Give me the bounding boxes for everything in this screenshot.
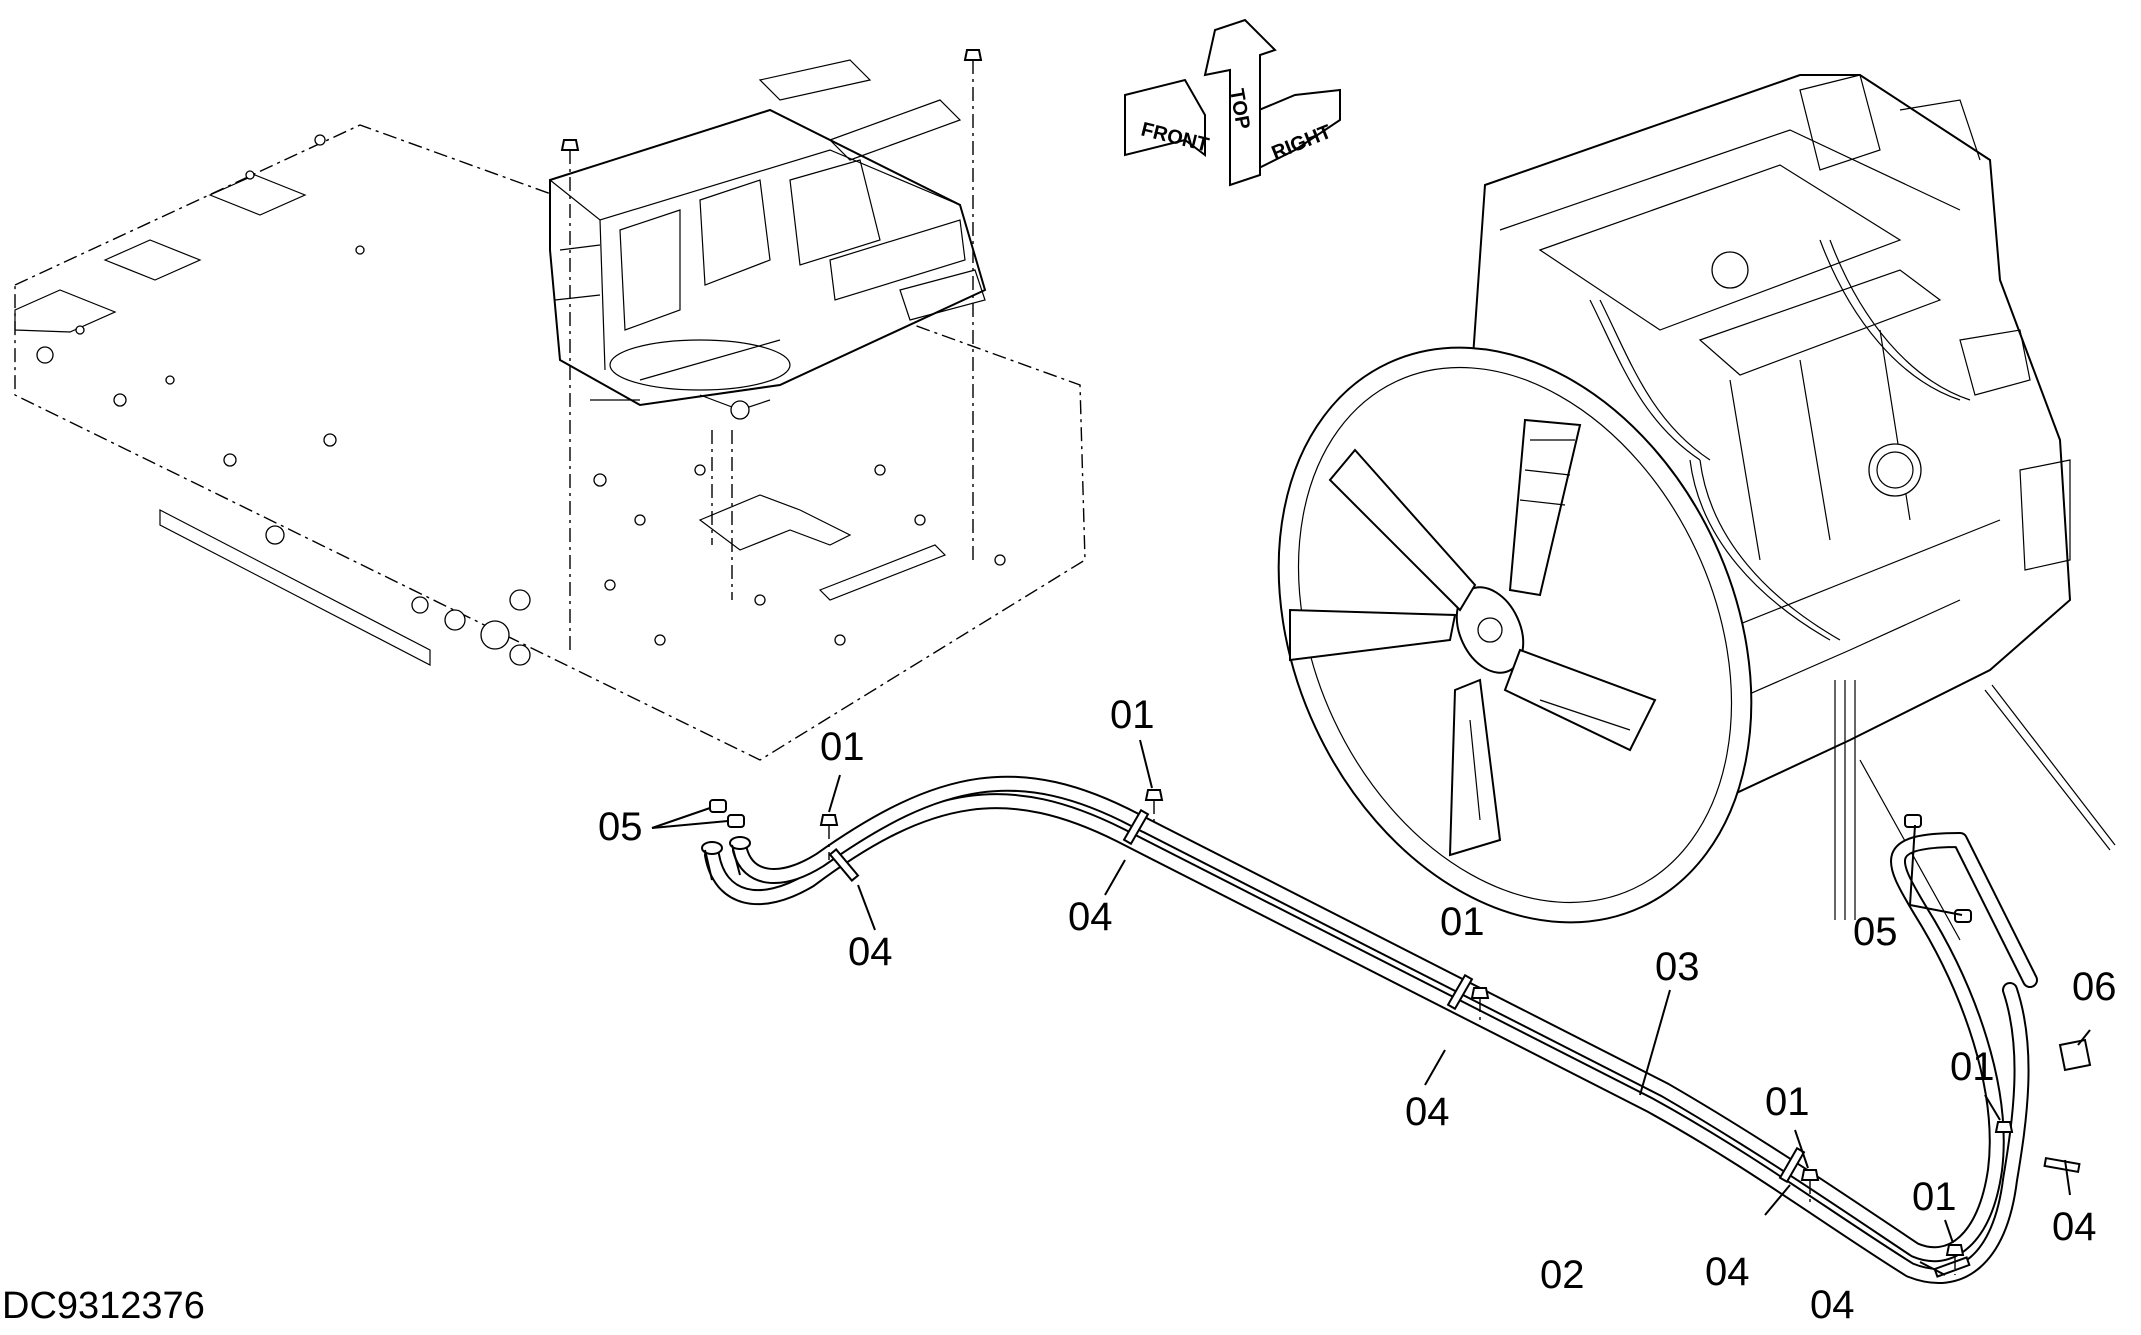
radiator-fan [1277, 346, 1753, 924]
heater-hose-02 [704, 793, 2030, 1284]
callout-numbers: 01 01 01 01 01 01 02 03 04 04 04 04 04 0… [598, 693, 2117, 1327]
callout-01-d: 01 [1765, 1080, 1810, 1124]
callout-04-f: 04 [2052, 1205, 2097, 1249]
callout-02: 02 [1540, 1253, 1585, 1297]
callout-01-c: 01 [1440, 900, 1485, 944]
hose-ends-hvac [701, 836, 751, 881]
callout-04-c: 04 [1405, 1090, 1450, 1134]
callout-01-a: 01 [820, 725, 865, 769]
callout-05-a: 05 [598, 805, 643, 849]
clips-05 [709, 799, 1972, 923]
orientation-symbol: FRONT TOP RIGHT [1124, 18, 1341, 187]
hvac-unit [549, 59, 987, 420]
callout-01-e: 01 [1912, 1175, 1957, 1219]
callout-03: 03 [1655, 945, 1700, 989]
bracket-06 [2058, 1038, 2092, 1072]
hose-clamps [828, 808, 2081, 1278]
callout-01-b: 01 [1110, 693, 1155, 737]
callout-01-f: 01 [1950, 1045, 1995, 1089]
callout-04-e: 04 [1810, 1283, 1855, 1327]
callout-05-b: 05 [1853, 910, 1898, 954]
floor-plate [14, 124, 1086, 761]
drawing-id: DC9312376 [2, 1285, 205, 1327]
callout-04-d: 04 [1705, 1250, 1750, 1294]
callout-04-a: 04 [848, 930, 893, 974]
heater-hose-03 [732, 775, 2038, 1263]
bolts-01 [819, 789, 2014, 1275]
callout-04-b: 04 [1068, 895, 1113, 939]
hvac-mount-bolts [560, 49, 983, 650]
leader-lines [651, 739, 2091, 1276]
callout-06: 06 [2072, 965, 2117, 1009]
